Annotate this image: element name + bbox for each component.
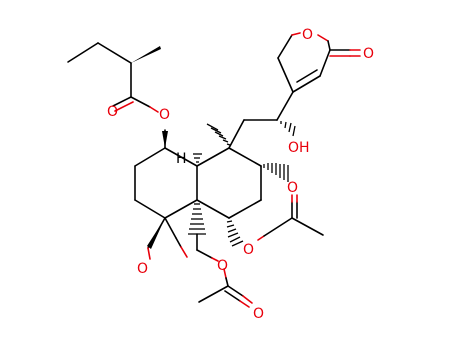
quaternary-methyl-hash [206, 123, 231, 146]
right-acetate-carbonyl-o-label: O [287, 180, 298, 196]
furanone-ring [277, 32, 361, 93]
left-acetate-carbonyl-o-label: O [253, 306, 264, 322]
methyl-wedge-bond [131, 46, 161, 63]
hydroxyl-label: OH [288, 140, 310, 156]
side-chain [228, 91, 296, 149]
ring-methyl-hash [263, 163, 289, 182]
epoxide [147, 217, 188, 260]
epoxide-o-label: O [137, 261, 148, 277]
furanone-ring-o-label: O [302, 27, 313, 43]
ester-link-o-label: O [159, 107, 170, 123]
junction-h-hash [193, 153, 202, 163]
left-acetate-link-o-label: O [217, 258, 228, 274]
epoxide-wedge-bond [147, 218, 165, 249]
decalin-core [134, 129, 262, 219]
right-acetate [226, 194, 324, 247]
furanone-carbonyl-o-label: O [363, 46, 374, 62]
butanoate-chain [67, 42, 161, 113]
ester-carbonyl-o-label: O [107, 104, 118, 120]
ester-wedge-bond [162, 131, 168, 148]
left-acetate [188, 203, 253, 308]
junction-h-label: H [176, 151, 187, 167]
right-acetate-link-o-label: O [243, 242, 254, 258]
